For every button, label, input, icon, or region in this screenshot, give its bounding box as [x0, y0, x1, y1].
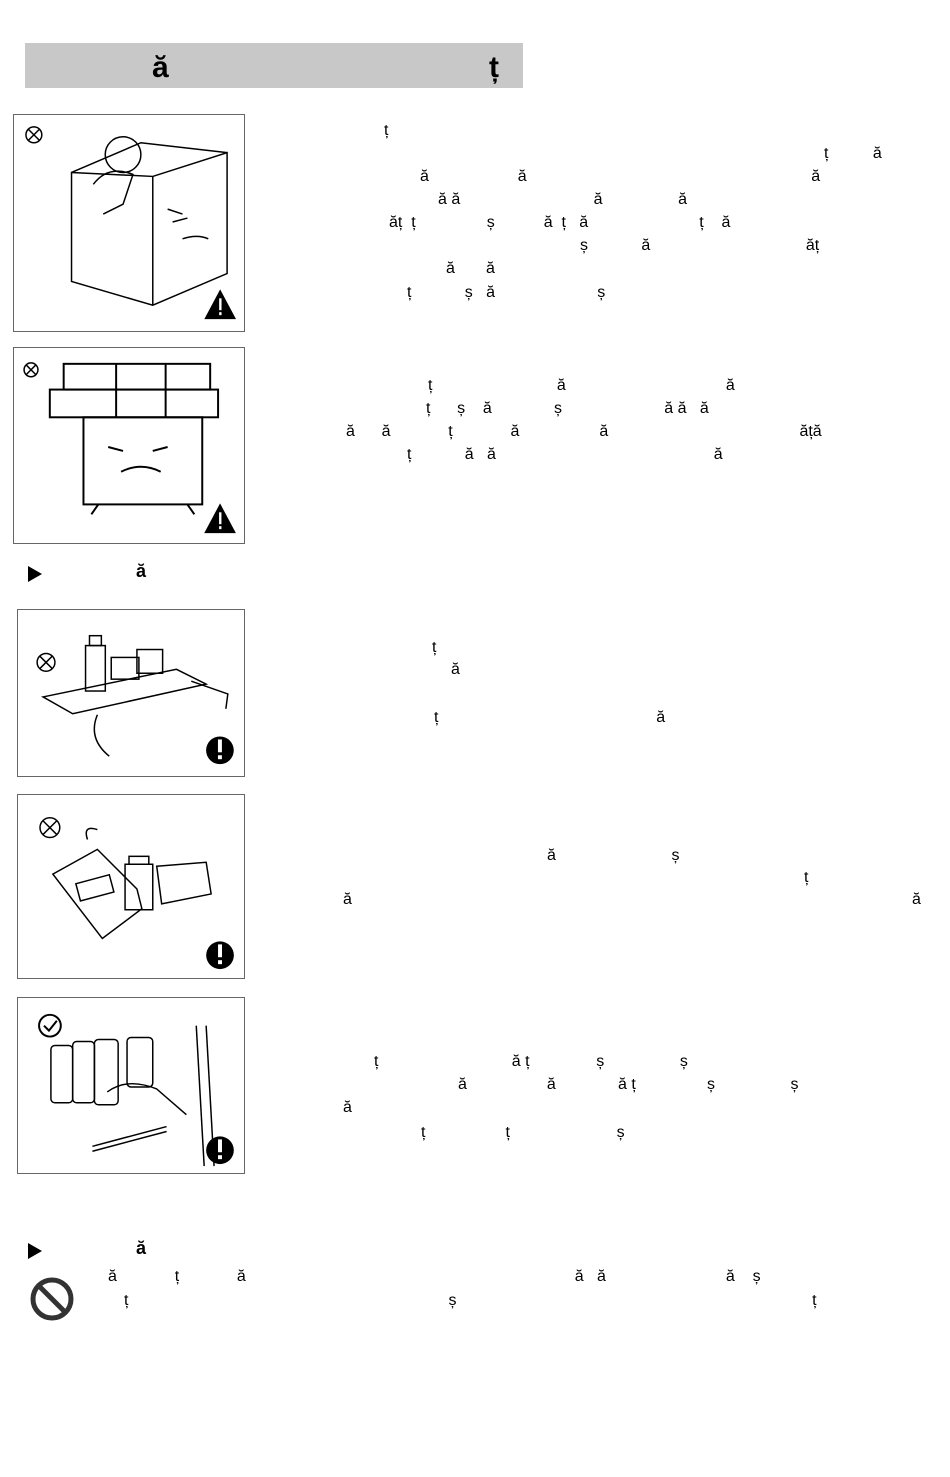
section-heading-2: ă — [28, 1238, 146, 1261]
warning-triangle-icon — [204, 289, 237, 320]
warning-triangle-icon — [204, 503, 236, 534]
section-heading-1: ă — [28, 561, 146, 584]
bottom-text-line-1: ă ț ă ă ă ă ș — [108, 1268, 761, 1285]
prohibited-circle-icon — [36, 652, 56, 673]
exclamation-circle-icon — [206, 736, 234, 765]
illustration-shelf-bottles — [17, 609, 245, 777]
exclamation-circle-icon — [206, 1136, 234, 1165]
bottom-text-line-2: ț ș ț — [124, 1292, 817, 1309]
illustration-cans — [17, 997, 245, 1174]
prohibited-circle-icon — [25, 126, 43, 144]
title-left-glyph: ă — [152, 51, 169, 84]
check-circle-icon — [38, 1013, 62, 1038]
no-entry-icon — [30, 1277, 74, 1321]
illustration-child-climbing — [13, 114, 245, 332]
page-title-bar: ă ț — [25, 43, 523, 88]
play-arrow-icon — [28, 566, 42, 583]
play-arrow-icon — [28, 1243, 42, 1260]
exclamation-circle-icon — [206, 941, 234, 970]
illustration-chemicals — [17, 794, 245, 979]
prohibited-circle-icon — [23, 362, 39, 378]
illustration-heavy-load — [13, 347, 245, 544]
title-right-glyph: ț — [489, 51, 499, 84]
prohibited-circle-icon — [39, 817, 61, 839]
